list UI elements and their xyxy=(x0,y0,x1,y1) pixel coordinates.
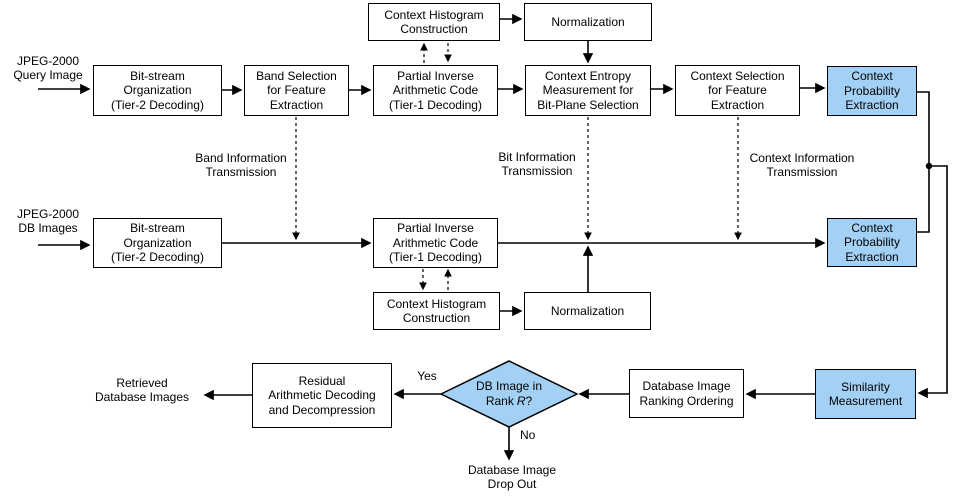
edge-label-yes: Yes xyxy=(417,369,437,383)
node-context-histogram-construction-db: Context Histogram Construction xyxy=(373,292,500,330)
node-text-line: Similarity xyxy=(841,379,890,394)
node-text-line: Measurement xyxy=(828,394,903,408)
edge-label-bit-information: Bit Information Transmission xyxy=(467,150,607,178)
node-context-histogram-construction-top: Context Histogram Construction xyxy=(368,3,500,41)
input-label-line: JPEG-2000 xyxy=(16,54,80,68)
node-bitstream-organization-query: Bit-stream Organization (Tier-2 Decoding… xyxy=(93,65,222,116)
output-label-line: Retrieved xyxy=(116,376,168,390)
node-text-line: Partial Inverse xyxy=(397,68,474,83)
node-text-line: Database Image xyxy=(642,379,731,393)
output-label-retrieved-images: Retrieved Database Images xyxy=(72,376,212,404)
node-text-line: Band Selection xyxy=(256,68,337,83)
node-text-line: Arithmetic Code xyxy=(392,83,479,98)
edge-label-line: Band Information xyxy=(195,151,287,165)
node-partial-inverse-arithmetic-db: Partial Inverse Arithmetic Code (Tier-1 … xyxy=(373,218,498,268)
node-text-line: Measurement for xyxy=(542,83,634,98)
node-text-line: Extraction xyxy=(845,249,899,264)
node-text-line: Context Selection xyxy=(690,68,785,83)
node-text-line: Partial Inverse xyxy=(397,221,474,236)
input-label-db-images: JPEG-2000 DB Images xyxy=(4,207,92,235)
node-text-line: for Feature xyxy=(267,83,326,98)
node-text-line: Probability xyxy=(843,83,901,98)
node-text-line: Bit-Plane Selection xyxy=(537,97,639,112)
node-database-image-ranking: Database Image Ranking Ordering xyxy=(629,369,744,418)
node-text-line: Context xyxy=(851,220,893,235)
node-text-line: Construction xyxy=(400,22,468,36)
node-band-selection: Band Selection for Feature Extraction xyxy=(244,65,349,116)
edge-label-line: Transmission xyxy=(501,163,573,178)
dashed-connectors xyxy=(292,42,742,291)
node-bitstream-organization-db: Bit-stream Organization (Tier-2 Decoding… xyxy=(93,218,222,268)
node-text-line: (Tier-2 Decoding) xyxy=(111,97,204,112)
node-text-line: Organization xyxy=(123,83,192,98)
node-similarity-measurement: Similarity Measurement xyxy=(815,369,916,419)
edge-label-line: Context Information xyxy=(749,151,855,165)
output-label-line: Drop Out xyxy=(487,476,537,491)
node-context-probability-extraction-db: Context Probability Extraction xyxy=(827,218,917,267)
decision-rank-prefix: Rank xyxy=(485,394,514,408)
junction-dot xyxy=(925,162,933,170)
decision-rank-variable: R xyxy=(516,394,526,408)
node-text-line: (Tier-1 Decoding) xyxy=(389,97,482,112)
node-text-line: Extraction xyxy=(710,97,765,112)
node-text-line: Bit-stream xyxy=(130,68,185,83)
node-text-line: and Decompression xyxy=(268,402,376,417)
node-context-entropy-measurement: Context Entropy Measurement for Bit-Plan… xyxy=(525,65,651,116)
output-label-drop-out: Database Image Drop Out xyxy=(437,463,587,491)
node-context-probability-extraction-query: Context Probability Extraction xyxy=(827,66,917,116)
node-partial-inverse-arithmetic-query: Partial Inverse Arithmetic Code (Tier-1 … xyxy=(373,65,498,116)
edge-label-no: No xyxy=(520,428,536,442)
node-residual-arithmetic-decoding: Residual Arithmetic Decoding and Decompr… xyxy=(252,363,392,428)
node-text-line: (Tier-1 Decoding) xyxy=(389,250,482,265)
solid-connectors xyxy=(38,13,948,461)
node-normalization-top: Normalization xyxy=(524,3,652,41)
input-label-query-image: JPEG-2000 Query Image xyxy=(4,54,92,82)
node-text-line: (Tier-2 Decoding) xyxy=(111,250,204,265)
node-text-line: Probability xyxy=(843,235,901,250)
decision-text-line: DB Image in xyxy=(475,379,543,393)
edge-label-line: Bit Information xyxy=(498,150,576,164)
node-text-line: Normalization xyxy=(551,14,625,29)
node-text-line: Organization xyxy=(123,235,192,250)
node-text-line: Arithmetic Code xyxy=(392,235,479,250)
node-text-line: Context Histogram xyxy=(386,296,487,311)
edge-label-band-information: Band Information Transmission xyxy=(171,151,311,179)
node-text-line: Bit-stream xyxy=(130,221,185,236)
input-label-line: Query Image xyxy=(13,67,83,82)
decision-rank-suffix: ? xyxy=(525,394,533,408)
input-label-line: JPEG-2000 xyxy=(16,207,80,221)
edge-label-line: Transmission xyxy=(205,164,277,179)
node-text-line: Extraction xyxy=(269,97,324,112)
output-label-line: Database Image xyxy=(467,463,557,477)
node-text-line: Normalization xyxy=(550,303,625,318)
node-text-line: Arithmetic Decoding xyxy=(268,388,376,403)
output-label-line: Database Images xyxy=(94,389,190,404)
edge-label-line: Transmission xyxy=(766,164,838,179)
input-label-line: DB Images xyxy=(18,220,78,235)
node-text-line: Residual xyxy=(298,373,346,388)
node-normalization-db: Normalization xyxy=(524,292,651,330)
edge-label-context-information: Context Information Transmission xyxy=(737,151,867,179)
node-text-line: Construction xyxy=(402,311,471,325)
node-text-line: Context Entropy xyxy=(544,68,632,83)
node-context-selection: Context Selection for Feature Extraction xyxy=(675,65,800,116)
node-text-line: for Feature xyxy=(708,83,767,98)
node-text-line: Ranking Ordering xyxy=(639,393,734,408)
node-text-line: Extraction xyxy=(845,98,899,113)
node-text-line: Context Histogram xyxy=(384,7,484,22)
decision-diamond-shape xyxy=(439,360,579,428)
node-text-line: Context xyxy=(851,69,893,84)
